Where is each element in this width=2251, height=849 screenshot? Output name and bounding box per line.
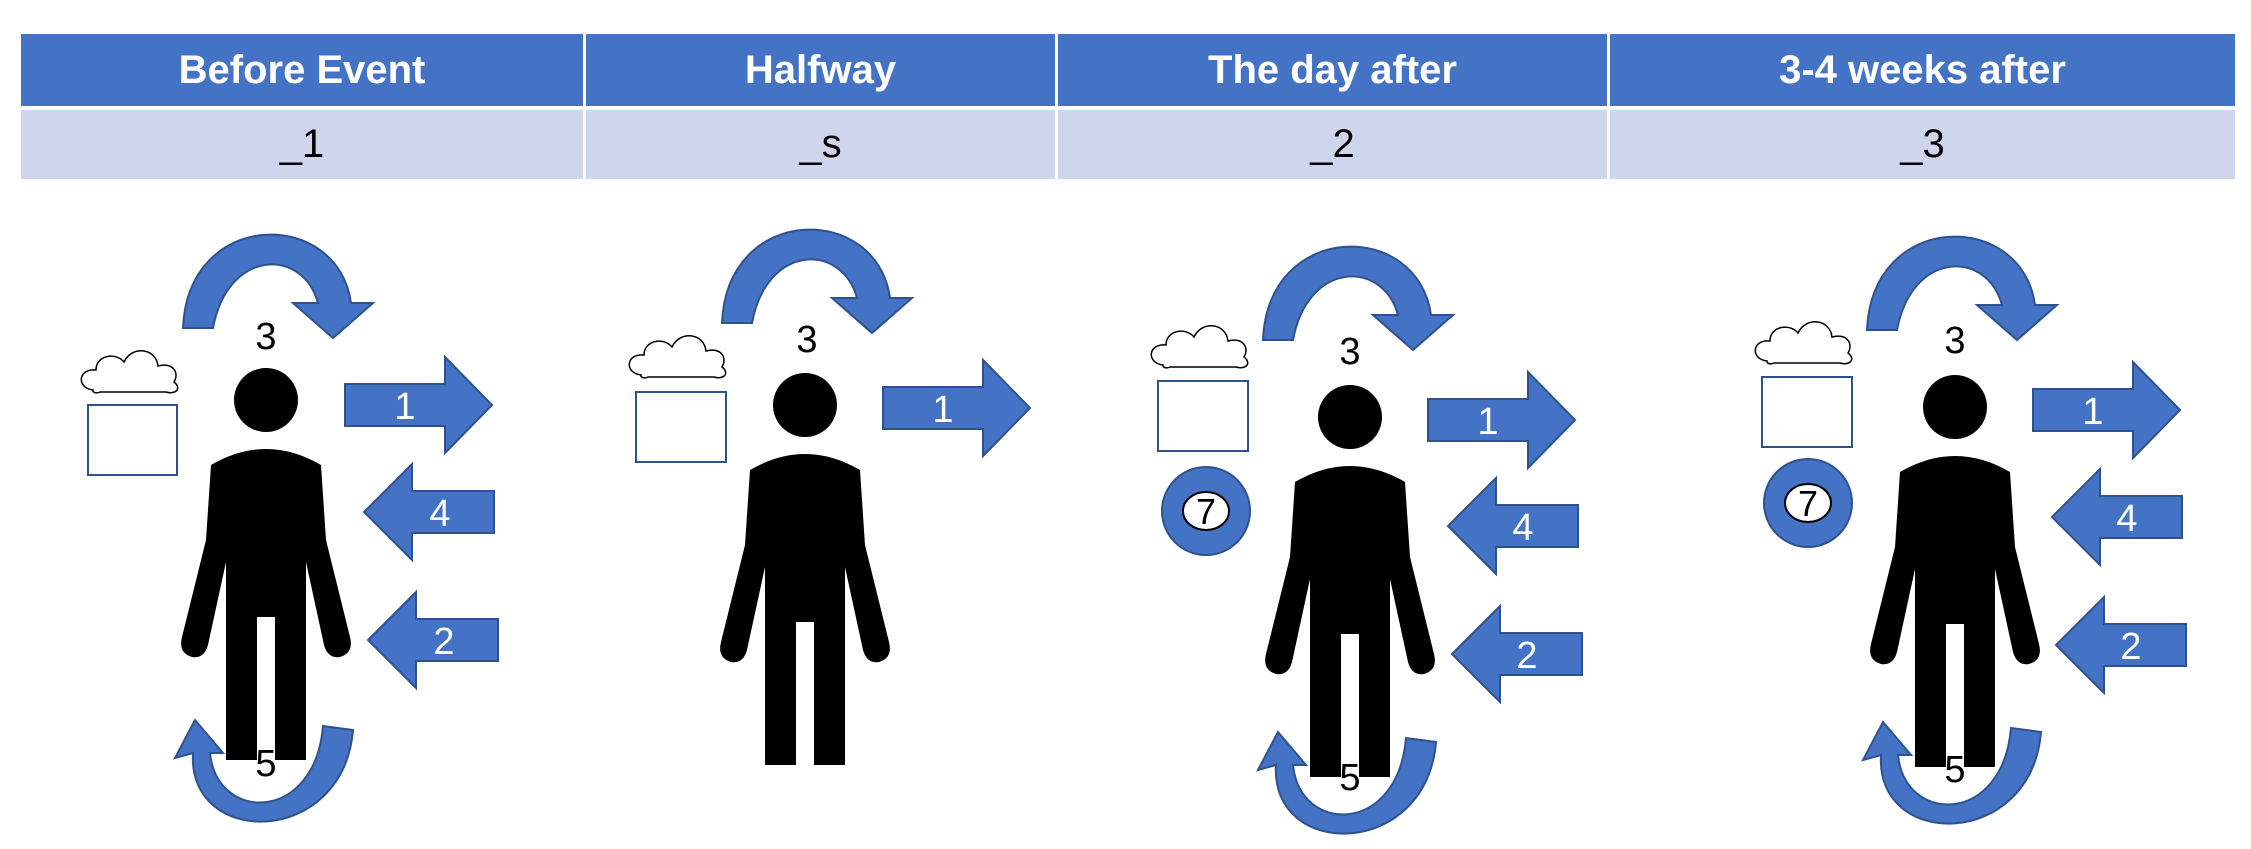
person-icon (1265, 385, 1435, 777)
subscript-2: _2 (1058, 106, 1610, 179)
arrow-right-1 (882, 359, 1031, 457)
arrow-label-1: 1 (2082, 391, 2103, 433)
header-weeks-after: 3-4 weeks after (1610, 34, 2235, 106)
arrow-right-1 (344, 356, 493, 454)
subscript-3: _3 (1610, 106, 2235, 179)
arrow-label-4: 4 (429, 493, 450, 535)
panel-weeks-after: 3 7 1 4 2 5 (1754, 235, 2187, 825)
arc-arrow-top (182, 233, 374, 339)
subscript-row: _1 _s _2 _3 (21, 106, 2235, 179)
header-row: Before Event Halfway The day after 3-4 w… (21, 34, 2235, 106)
cloud-icon (628, 334, 727, 379)
header-before-event: Before Event (21, 34, 586, 106)
header-day-after: The day after (1058, 34, 1610, 106)
person-icon (181, 368, 351, 760)
arc-label: 3 (796, 319, 817, 361)
bottom-label: 5 (1339, 757, 1360, 799)
arrow-label-1: 1 (394, 386, 415, 428)
arrow-right-1 (2032, 361, 2181, 459)
panel-day-after: 3 7 1 4 2 5 (1150, 245, 1583, 835)
subscript-s: _s (586, 106, 1058, 179)
badge-label: 7 (1798, 483, 1818, 524)
empty-box (635, 391, 727, 463)
header-halfway: Halfway (586, 34, 1058, 106)
cloud-icon (1754, 320, 1853, 365)
cloud-icon (80, 349, 179, 394)
arrow-label-2: 2 (2120, 626, 2141, 668)
panel-halfway: 3 1 (628, 228, 1031, 765)
arrow-label-1: 1 (932, 389, 953, 431)
arrow-label-1: 1 (1477, 401, 1498, 443)
arrow-label-2: 2 (1516, 635, 1537, 677)
arc-label: 3 (1944, 320, 1965, 362)
arc-arrow-top (721, 228, 913, 334)
empty-box (1157, 380, 1249, 452)
arc-label: 3 (1339, 331, 1360, 373)
stage-table: Before Event Halfway The day after 3-4 w… (21, 34, 2235, 179)
person-icon (1870, 375, 2040, 767)
arc-label: 3 (255, 316, 276, 358)
person-icon (720, 373, 890, 765)
subscript-1: _1 (21, 106, 586, 179)
empty-box (1761, 376, 1853, 448)
empty-box (87, 404, 178, 476)
arrow-label-4: 4 (2116, 498, 2137, 540)
arrow-right-1 (1427, 371, 1576, 469)
arrow-label-4: 4 (1512, 507, 1533, 549)
badge-label: 7 (1196, 491, 1216, 532)
cloud-icon (1150, 324, 1249, 369)
bottom-label: 5 (1944, 749, 1965, 791)
bottom-label: 5 (255, 743, 276, 785)
arrow-label-2: 2 (433, 621, 454, 663)
panel-before-event: 3 1 4 2 5 (80, 233, 499, 823)
